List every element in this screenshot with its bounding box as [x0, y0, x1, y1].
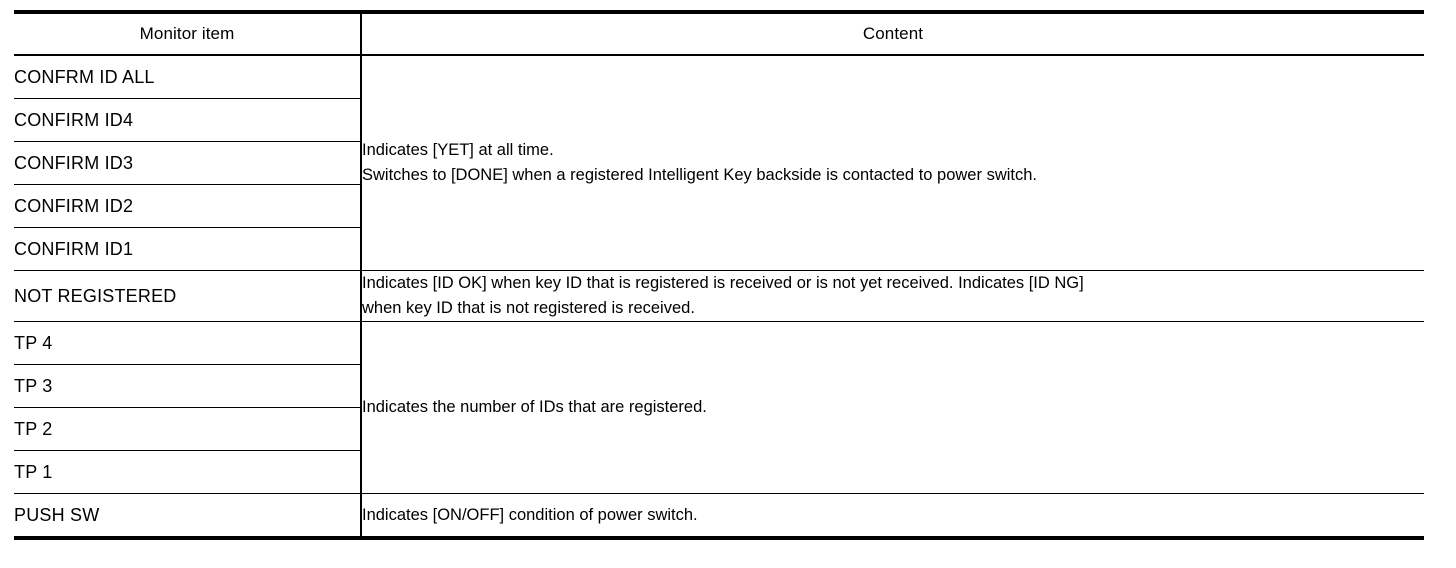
monitor-item-table: Monitor item Content CONFRM ID ALL Indic…: [14, 10, 1424, 541]
content-line: Indicates [YET] at all time.: [362, 140, 554, 159]
monitor-item-not-registered: NOT REGISTERED: [14, 270, 362, 323]
content-line: Switches to [DONE] when a registered Int…: [362, 166, 1037, 184]
monitor-item-tp-2: TP 2: [14, 407, 362, 452]
content-cell-tp-group: Indicates the number of IDs that are reg…: [361, 321, 1424, 495]
monitor-item-confirm-id3: CONFIRM ID3: [14, 141, 362, 185]
table-row: TP 4 Indicates the number of IDs that ar…: [14, 321, 1424, 495]
content-line: when key ID that is not registered is re…: [362, 299, 695, 318]
column-header-monitor-item: Monitor item: [14, 12, 362, 56]
content-line: Indicates the number of IDs that are reg…: [362, 398, 707, 417]
monitor-item-confrm-id-all: CONFRM ID ALL: [14, 55, 362, 99]
monitor-item-confirm-id1: CONFIRM ID1: [14, 227, 362, 271]
table-row: CONFRM ID ALL Indicates [YET] at all tim…: [14, 55, 1424, 271]
content-cell-push-sw: Indicates [ON/OFF] condition of power sw…: [361, 493, 1424, 539]
monitor-item-tp-1: TP 1: [14, 450, 362, 495]
content-line: Indicates [ID OK] when key ID that is re…: [362, 274, 1084, 292]
content-cell-confirm-id-group: Indicates [YET] at all time. Switches to…: [361, 55, 1424, 271]
monitor-item-tp-4: TP 4: [14, 321, 362, 366]
table-body: CONFRM ID ALL Indicates [YET] at all tim…: [14, 55, 1424, 539]
table-row: TP 2: [14, 407, 1424, 452]
table-header-row: Monitor item Content: [14, 12, 1424, 56]
table-row: CONFIRM ID4: [14, 98, 1424, 142]
table-header: Monitor item Content: [14, 12, 1424, 56]
table-row: CONFIRM ID3: [14, 141, 1424, 185]
content-line: Indicates [ON/OFF] condition of power sw…: [362, 505, 698, 524]
table-row: TP 3: [14, 364, 1424, 409]
monitor-item-push-sw: PUSH SW: [14, 493, 362, 539]
table-row: TP 1: [14, 450, 1424, 495]
column-header-content: Content: [361, 12, 1424, 56]
table-row: PUSH SW Indicates [ON/OFF] condition of …: [14, 493, 1424, 539]
content-cell-not-registered: Indicates [ID OK] when key ID that is re…: [361, 270, 1424, 323]
monitor-item-confirm-id2: CONFIRM ID2: [14, 184, 362, 228]
table-row: CONFIRM ID2: [14, 184, 1424, 228]
monitor-item-tp-3: TP 3: [14, 364, 362, 409]
monitor-item-confirm-id4: CONFIRM ID4: [14, 98, 362, 142]
table-row: NOT REGISTERED Indicates [ID OK] when ke…: [14, 270, 1424, 323]
table-row: CONFIRM ID1: [14, 227, 1424, 271]
